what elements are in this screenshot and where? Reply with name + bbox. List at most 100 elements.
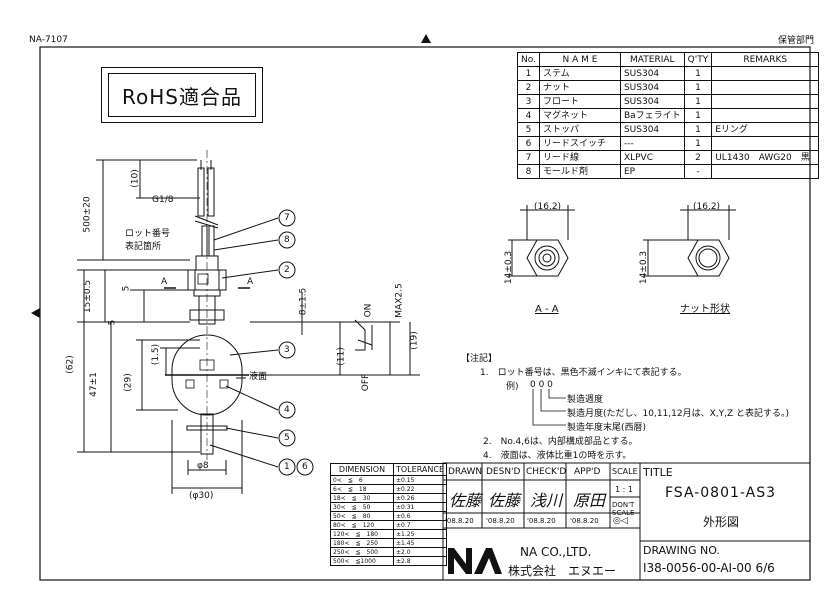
rohs-label: RoHS適合品 <box>108 73 256 117</box>
storage-stamp: 保管部門 <box>778 36 815 46</box>
balloon-8: 8 <box>284 235 290 245</box>
date-desnd: '08.8.20 <box>486 517 515 525</box>
note-digits: 0 0 0 <box>530 380 553 390</box>
tolerance-cell: ±1.25 <box>392 529 448 539</box>
projection-icon: ◎◁ <box>613 516 628 526</box>
a-left: A <box>161 277 168 287</box>
liquid-label: 液面 <box>249 372 268 382</box>
sig-desnd: 佐藤 <box>488 491 521 510</box>
dim-47: 47±1 <box>88 372 99 397</box>
company-name-en: NA CO.,LTD. <box>520 545 592 559</box>
lot-label-2: 表記箇所 <box>125 242 162 252</box>
parts-cell: モールド剤 <box>538 164 621 179</box>
tb-appd: APP'D <box>574 467 601 477</box>
tolerance-row: 50< ≦ 80±0.6 <box>330 511 448 521</box>
dim-thread: G1/8 <box>152 195 174 205</box>
note-1: 1. ロット番号は、黒色不滅インキにて表記する。 <box>480 368 687 378</box>
tolerance-row: 6< ≦ 18±0.22 <box>330 484 448 494</box>
dimension-cell: 500< ≦1000 <box>330 556 394 566</box>
dim-11: (11) <box>336 347 347 366</box>
note-2: 2. No.4,6は、内部構成部品とする。 <box>483 437 638 447</box>
drawing-no-label: DRAWING NO. <box>643 544 720 557</box>
switch-off: OFF <box>361 373 372 392</box>
tb-scale: SCALE <box>612 467 638 476</box>
lead-wire-left <box>197 167 205 217</box>
tb-desnd: DESN'D <box>486 467 521 477</box>
dim-max25: MAX2.5 <box>394 283 405 318</box>
dimension-cell: 50< ≦ 80 <box>330 511 394 521</box>
col-tolerance: TOLERANCE <box>392 463 448 476</box>
tolerance-cell: ±2.0 <box>392 547 448 557</box>
tolerance-cell: ±0.15 <box>392 475 448 485</box>
balloon-7: 7 <box>284 213 290 223</box>
balloon-3: 3 <box>284 345 290 355</box>
date-drawn: '08.8.20 <box>445 517 474 525</box>
dim-62: (62) <box>65 355 76 374</box>
tolerance-row: 18< ≦ 30±0.26 <box>330 493 448 503</box>
dimension-cell: 18< ≦ 30 <box>330 493 394 503</box>
nut-width: (16.2) <box>693 202 721 212</box>
tb-checkd: CHECK'D <box>526 467 567 477</box>
parts-cell <box>711 164 820 179</box>
balloon-5: 5 <box>284 433 290 443</box>
aa-height: 14±0.3 <box>504 250 515 285</box>
dimension-cell: 6< ≦ 18 <box>330 484 394 494</box>
tb-scale-val: 1 : 1 <box>615 485 633 494</box>
dimension-cell: 30< ≦ 50 <box>330 502 394 512</box>
tolerance-cell: ±2.8 <box>392 556 448 566</box>
title-desc: 外形図 <box>703 515 740 529</box>
tolerance-row: 0< ≦ 6±0.15 <box>330 475 448 485</box>
date-check: '08.8.20 <box>527 517 556 525</box>
lead-lower-left <box>201 225 208 257</box>
title-label: TITLE <box>643 466 673 479</box>
title-model: FSA-0801-AS3 <box>665 485 777 501</box>
note-4: 4. 液面は、液体比重1の時を示す。 <box>483 451 632 461</box>
dim-19: (19) <box>409 331 420 350</box>
aa-hex <box>526 239 569 277</box>
col-dimension: DIMENSION <box>330 463 394 476</box>
parts-cell: EP <box>619 164 685 179</box>
dim-29: (29) <box>123 373 134 392</box>
lot-label-1: ロット番号 <box>125 229 171 239</box>
dim-1-5: (1.5) <box>151 343 162 366</box>
dimension-cell: 180< ≦ 250 <box>330 538 394 548</box>
dimension-cell: 80< ≦ 120 <box>330 520 394 530</box>
center-mark-top <box>421 34 431 43</box>
switch-on: ON <box>363 303 374 318</box>
sig-app: 原田 <box>573 491 606 510</box>
tolerance-cell: ±0.31 <box>392 502 448 512</box>
sig-drawn: 佐藤 <box>449 491 482 510</box>
note-example: 例) <box>506 382 519 392</box>
tolerance-row: 80< ≦ 120±0.7 <box>330 520 448 530</box>
aa-label: A - A <box>535 304 559 315</box>
doc-code: NA-7107 <box>29 35 68 45</box>
note-month: 製造月度(ただし、10,11,12月は、X,Y,Z と表記する。) <box>567 409 790 419</box>
dimension-cell: 250< ≦ 500 <box>330 547 394 557</box>
note-year: 製造年度末尾(西暦) <box>567 423 647 433</box>
tolerance-row: 30< ≦ 50±0.31 <box>330 502 448 512</box>
balloon-1: 1 <box>284 462 290 472</box>
dim-lead-10: (10) <box>130 169 141 188</box>
dim-8pm1: 8±1.5 <box>298 287 309 316</box>
tolerance-row: 500< ≦1000±2.8 <box>330 556 448 566</box>
balloon-6: 6 <box>302 462 308 472</box>
lead-lower-right <box>208 225 215 257</box>
aa-width: (16.2) <box>534 202 562 212</box>
rohs-box: RoHS適合品 <box>101 67 263 123</box>
tb-dont-scale: DON'T SCALE <box>612 501 635 517</box>
balloon-2: 2 <box>284 265 290 275</box>
company-logo <box>446 544 504 576</box>
tolerance-cell: ±1.45 <box>392 538 448 548</box>
tolerance-cell: ±0.22 <box>392 484 448 494</box>
dim-lead-500: 500±20 <box>82 196 93 233</box>
nut-label: ナット形状 <box>680 304 730 315</box>
note-bracket <box>532 389 566 426</box>
